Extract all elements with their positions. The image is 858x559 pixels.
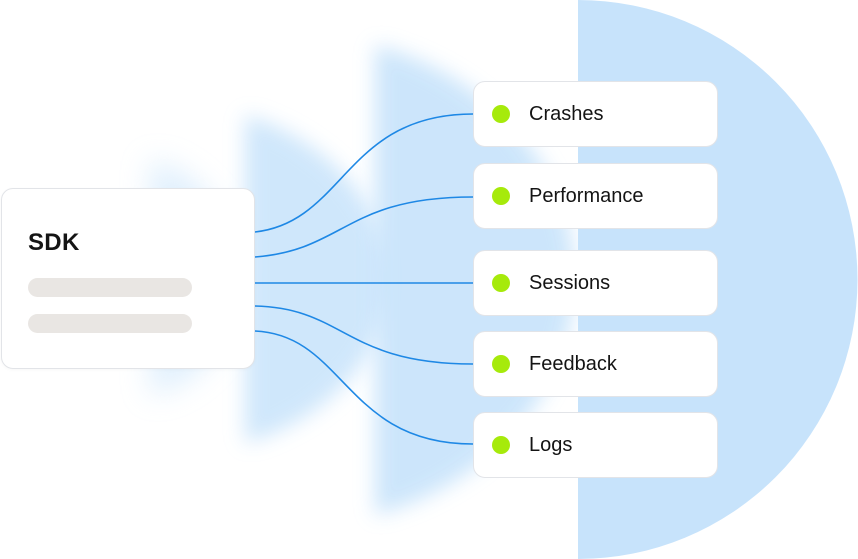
output-label: Feedback [529, 352, 617, 375]
output-card-crashes: Crashes [473, 81, 718, 147]
sdk-placeholder-bar [28, 314, 192, 333]
connector-performance [254, 196, 474, 258]
connector-crashes [254, 113, 474, 233]
output-card-sessions: Sessions [473, 250, 718, 316]
output-label: Logs [529, 433, 573, 456]
sdk-placeholder-bar [28, 278, 192, 297]
status-dot-icon [492, 355, 510, 373]
status-dot-icon [492, 274, 510, 292]
background-glow-medium [245, 115, 390, 443]
connector-feedback [254, 305, 474, 365]
connector-logs [254, 330, 474, 445]
output-label: Sessions [529, 271, 611, 294]
output-card-logs: Logs [473, 412, 718, 478]
output-card-performance: Performance [473, 163, 718, 229]
output-label: Performance [529, 184, 644, 207]
sdk-card: SDK [1, 188, 255, 369]
sdk-title: SDK [28, 229, 80, 256]
output-label: Crashes [529, 102, 604, 125]
status-dot-icon [492, 436, 510, 454]
status-dot-icon [492, 105, 510, 123]
output-card-feedback: Feedback [473, 331, 718, 397]
status-dot-icon [492, 187, 510, 205]
